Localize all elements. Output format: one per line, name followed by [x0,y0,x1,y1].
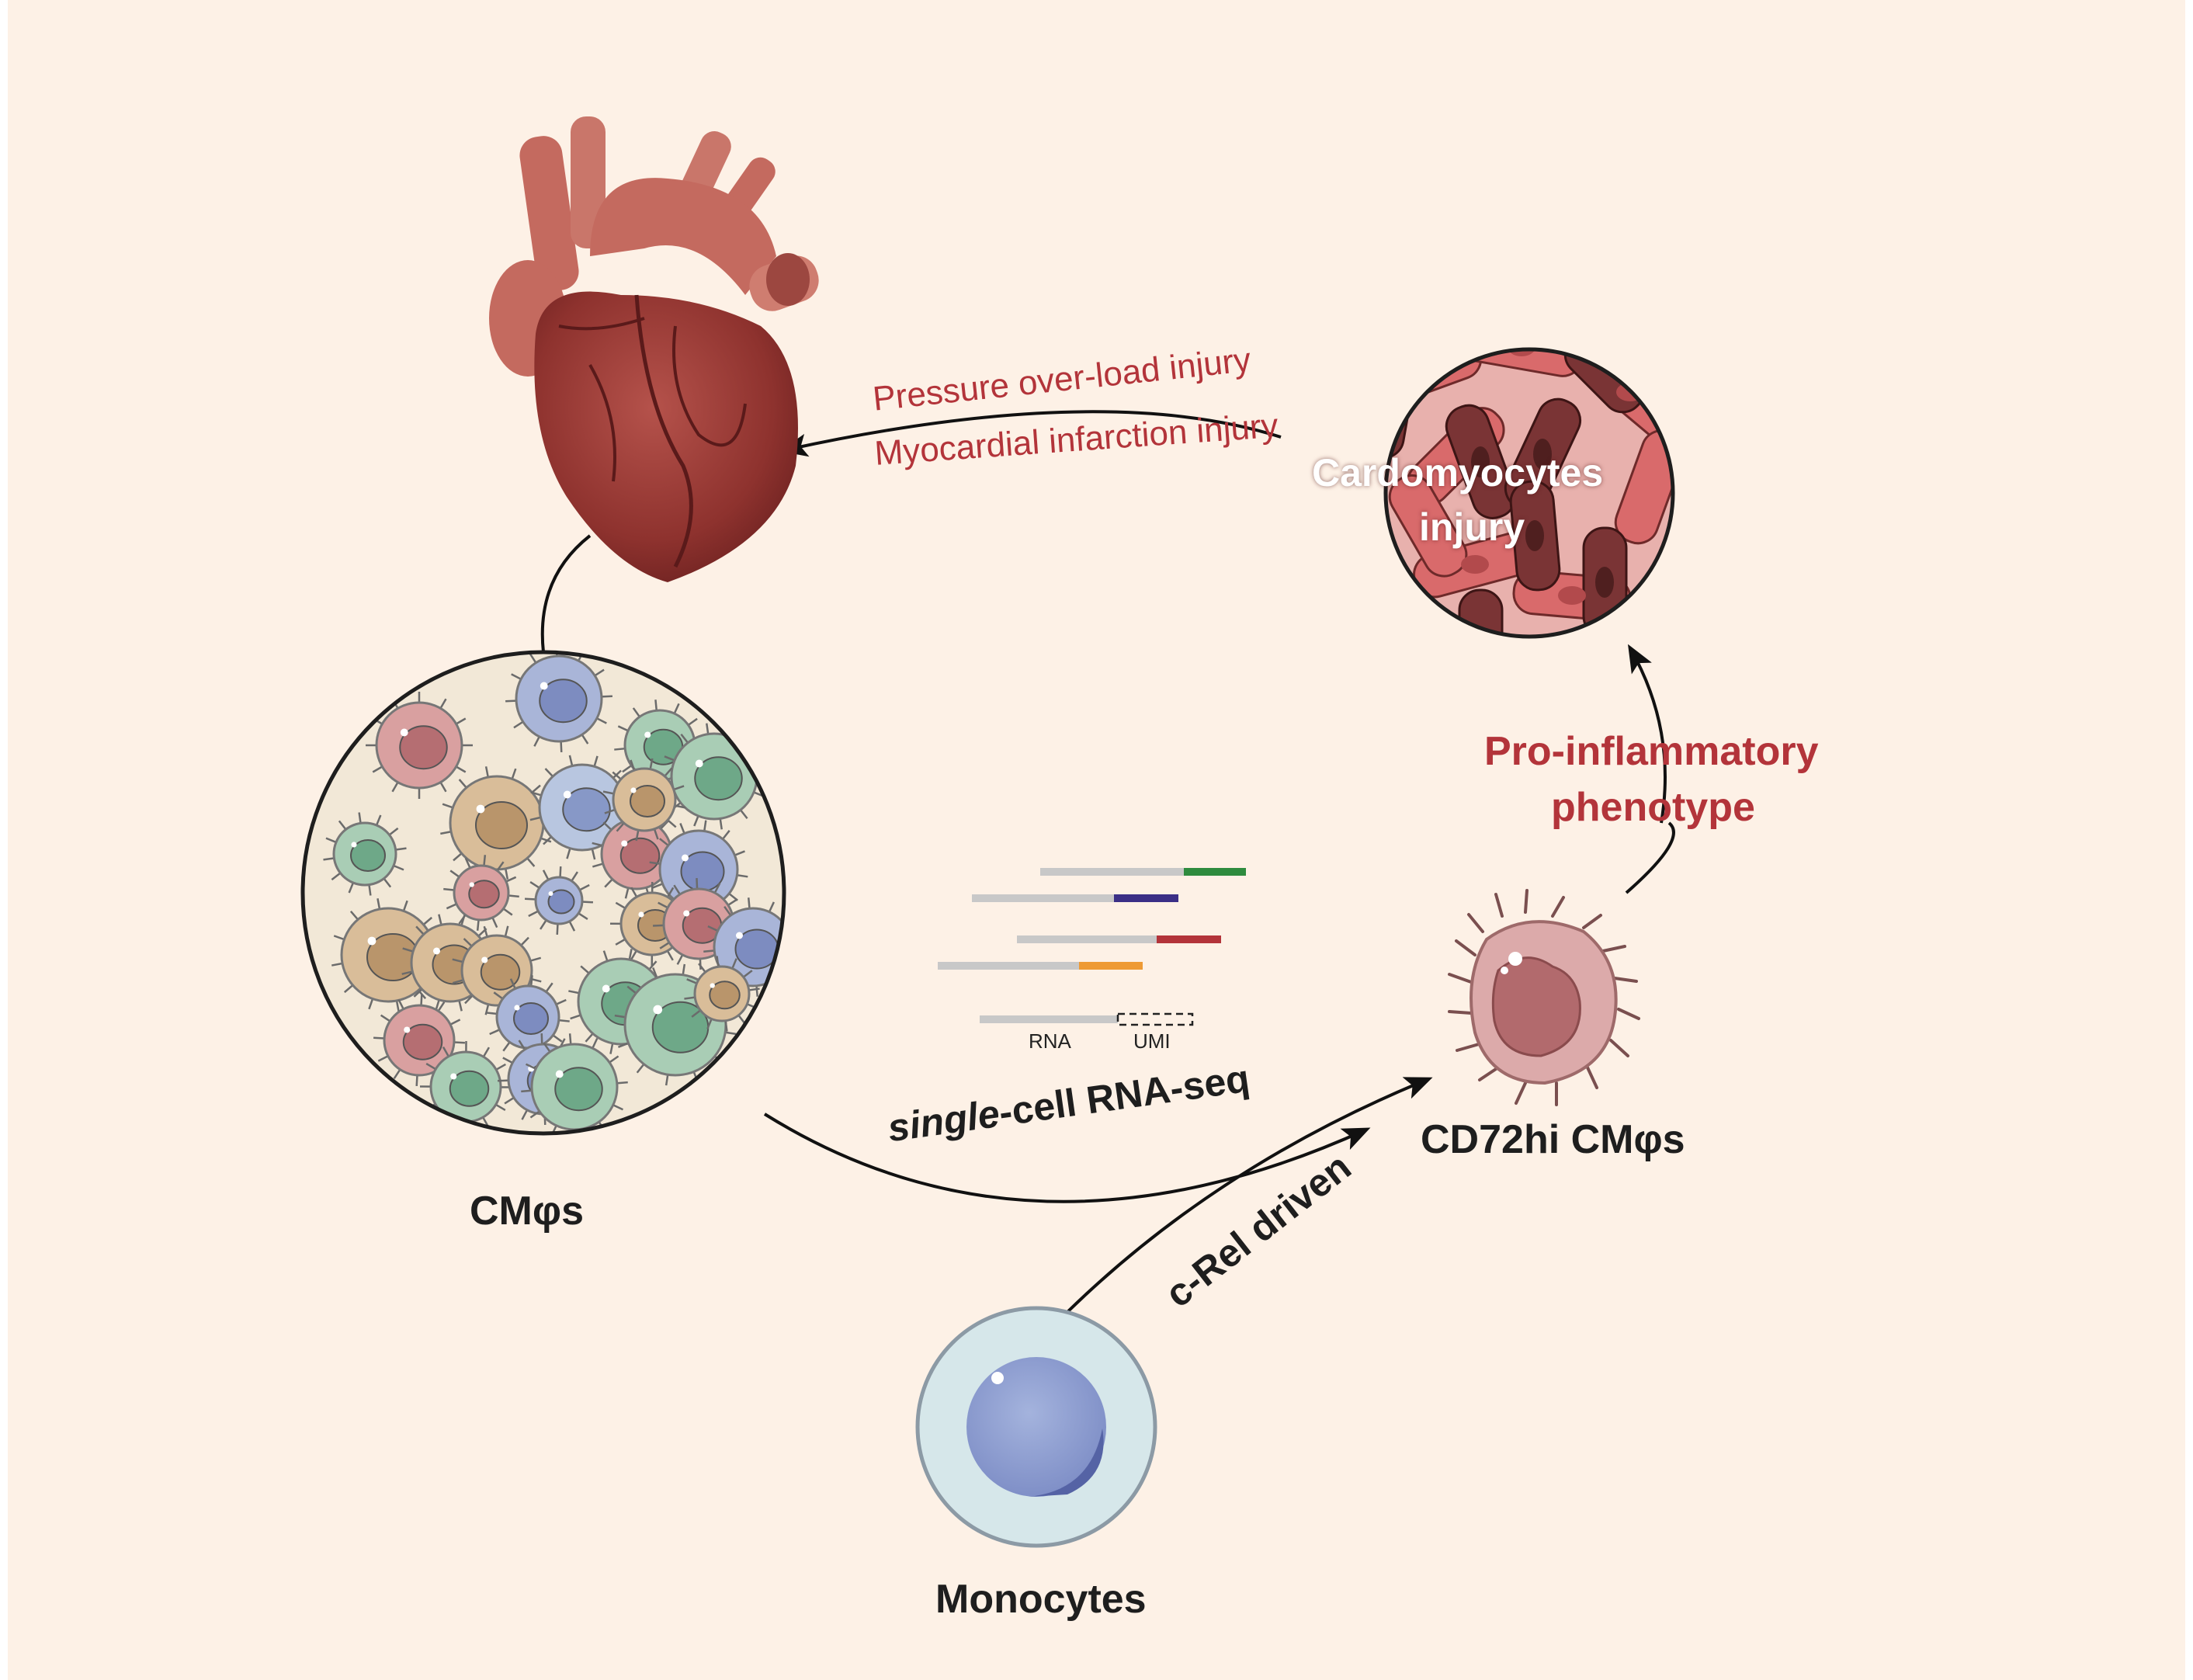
macrophage-cell [524,866,594,935]
arrow-scrnaseq [763,1112,1371,1203]
sequencing-reads-icon [938,868,1246,1026]
cd72hi-label: CD72hi CMφs [1421,1117,1685,1162]
monocyte-icon [915,1306,1157,1548]
pro-inflammatory-label-line1: Pro-inflammatory [1484,729,1819,774]
arrow-tissue-to-heart [779,410,1282,457]
macrophage-cell [661,723,768,830]
macrophage-cell [323,812,407,896]
umi-label: UMI [1133,1029,1171,1053]
macrophage-cell [440,766,553,880]
heart-icon [489,116,819,582]
arrow-crel [1066,1077,1433,1314]
arrow-to-cardiomyocytes [1628,644,1667,824]
cardiomyocyte-tissue-icon [1383,347,1675,639]
cardiomyocytes-label-line2: injury [1419,505,1525,549]
pro-inflammatory-label-line2: phenotype [1551,785,1755,830]
macrophage-cell [443,855,519,931]
connector-heart-to-cmphis [540,534,592,653]
macrophage-cell [602,758,686,842]
cardiomyocytes-label-line1: Cardomyocytes [1312,451,1604,495]
macrophage-icon [1448,889,1640,1106]
macrophage-cell [331,898,445,1012]
macrophage-cell [521,1033,628,1133]
monocytes-label: Monocytes [935,1577,1147,1622]
macrophage-cell [505,652,612,752]
macrophage-cell [373,994,465,1086]
macrophage-cluster-icon [300,650,786,1136]
rna-label: RNA [1029,1029,1071,1053]
cmphis-label: CMφs [470,1189,584,1234]
arrow-pro-inflammatory [1625,821,1675,894]
macrophage-cell [366,692,473,799]
macrophage-cell [684,956,760,1032]
